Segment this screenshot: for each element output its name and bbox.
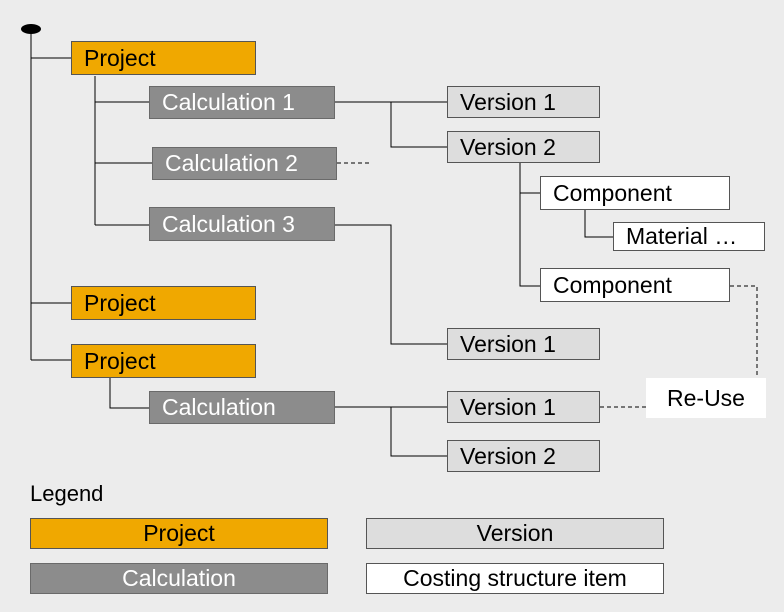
calculation-node: Calculation <box>149 391 335 424</box>
calculation-node: Calculation 1 <box>149 86 335 119</box>
version-node: Version 2 <box>447 440 600 472</box>
reuse-label: Re-Use <box>646 378 766 418</box>
legend-title: Legend <box>30 481 104 506</box>
legend-version: Version <box>366 518 664 549</box>
calculation-node: Calculation 2 <box>152 147 337 180</box>
legend-calculation: Calculation <box>30 563 328 594</box>
calculation-node: Calculation 3 <box>149 207 335 241</box>
version-node: Version 1 <box>447 391 600 423</box>
project-node: Project <box>71 41 256 75</box>
legend-costing-structure-item: Costing structure item <box>366 563 664 594</box>
component-node: Component <box>540 176 730 210</box>
component-node: Component <box>540 268 730 302</box>
project-node: Project <box>71 286 256 320</box>
version-node: Version 1 <box>447 86 600 118</box>
version-node: Version 1 <box>447 328 600 360</box>
material-node: Material … <box>613 222 765 251</box>
legend-project: Project <box>30 518 328 549</box>
version-node: Version 2 <box>447 131 600 163</box>
project-node: Project <box>71 344 256 378</box>
